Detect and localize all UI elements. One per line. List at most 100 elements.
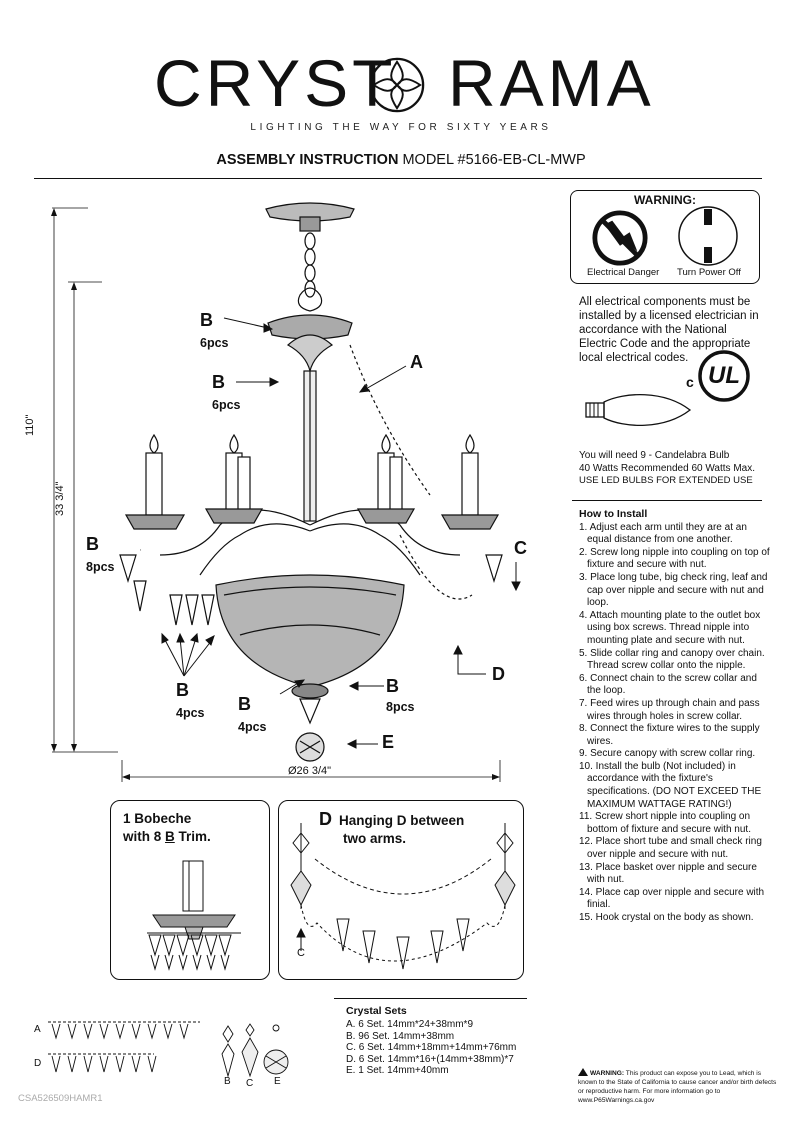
callout-arrows [140, 317, 521, 749]
list-item: B. 96 Set. 14mm+38mm [346, 1030, 455, 1042]
callout-b-stem: B [212, 372, 225, 392]
install-step: 5. Slide collar ring and canopy over cha… [579, 647, 765, 672]
install-step: 13. Place basket over nipple and secure … [579, 861, 757, 886]
crystal-key-d: D [34, 1058, 42, 1069]
bobeche-detail-illustration [147, 860, 241, 971]
crystal-drops-illustration [221, 1023, 289, 1078]
electrical-notice: All electrical components must be instal… [579, 296, 759, 364]
bulb-info: You will need 9 - Candelabra Bulb 40 Wat… [579, 450, 779, 488]
callout-b-bottom-right: B [386, 676, 399, 696]
crystal-sets-heading: Crystal Sets [346, 1005, 407, 1017]
document-code: CSA526509HAMR1 [18, 1093, 103, 1104]
bulb-line-1: You will need 9 - Candelabra Bulb [579, 450, 730, 461]
install-instructions: How to Install 1. Adjust each arm until … [579, 508, 771, 925]
install-step: 11. Screw short nipple into coupling on … [579, 811, 751, 835]
install-step: 9. Secure canopy with screw collar ring. [579, 748, 756, 760]
inset-bobeche-text-end: Trim. [174, 829, 211, 844]
warning-box: WARNING: Electrical Danger Turn Power Of… [570, 190, 760, 284]
install-step: 10. Install the bulb (Not included) in a… [579, 760, 762, 810]
callout-b-bottom-left: B [176, 680, 189, 700]
warning-heading: WARNING: [634, 193, 696, 207]
electrical-danger-label: Electrical Danger [587, 267, 660, 278]
install-step: 3. Place long tube, big check ring, leaf… [579, 571, 768, 609]
divider [34, 178, 762, 179]
height-dimension-lines [51, 207, 118, 753]
inset-hanging-d-bold: D [396, 813, 407, 828]
body-height-label: 33 3/4" [54, 481, 66, 517]
hanging-garland-illustration [290, 823, 516, 970]
inset-bobeche-line-1: 1 Bobeche [123, 811, 192, 826]
install-heading: How to Install [579, 508, 648, 520]
callout-b-stem-qty: 6pcs [212, 398, 241, 412]
inset-bobeche: 1 Bobeche with 8 B Trim. [110, 800, 270, 980]
callout-b-bottom-left-qty: 4pcs [176, 706, 205, 720]
list-item: C. 6 Set. 14mm+18mm+14mm+76mm [346, 1042, 517, 1054]
warning-triangle-icon [578, 1068, 588, 1076]
callout-b-bottom-right-qty: 8pcs [386, 700, 415, 714]
install-step: 1. Adjust each arm until they are at an … [579, 521, 747, 546]
diameter-dimension-line [121, 760, 501, 782]
crystal-key-a: A [34, 1024, 41, 1035]
candelabra-bulb-icon [585, 394, 692, 426]
install-step: 8. Connect the fixture wires to the supp… [579, 723, 760, 747]
crystal-sets-list: A. 6 Set. 14mm*24+38mm*9 B. 96 Set. 14mm… [346, 1019, 516, 1077]
crystal-strand-illustration [48, 1021, 200, 1073]
inset-hanging-line-2: two arms. [343, 831, 407, 846]
power-off-label: Turn Power Off [677, 267, 741, 278]
callout-b-canopy-qty: 6pcs [200, 336, 229, 350]
callout-b-bottom-mid: B [238, 694, 251, 714]
brand-logo: CRYST RAMA [150, 46, 651, 128]
list-item: E. 1 Set. 14mm+40mm [346, 1065, 449, 1077]
title-model: MODEL #5166-EB-CL-MWP [398, 152, 586, 168]
callout-c: C [514, 538, 527, 558]
inset-hanging-text-end: between [406, 813, 465, 828]
inset-hanging-text: Hanging [339, 813, 397, 828]
list-item: D. 6 Set. 14mm*16+(14mm+38mm)*7 [346, 1053, 514, 1065]
prop65-label: WARNING: [590, 1070, 625, 1077]
inset-hanging-c-label: C [297, 947, 305, 959]
callout-e: E [382, 732, 395, 752]
brand-name-right: RAMA [448, 46, 655, 120]
ul-text: UL [708, 362, 740, 389]
inset-bobeche-b: B [165, 829, 175, 844]
crystal-key-c: C [246, 1078, 254, 1089]
diameter-label: Ø26 3/4" [288, 765, 332, 777]
install-step: 14. Place cap over nipple and secure wit… [579, 886, 765, 911]
ul-listed-icon [698, 350, 750, 402]
callout-b-arm: B [86, 534, 99, 554]
crystal-key-b: B [224, 1076, 231, 1087]
callout-b-arm-qty: 8pcs [86, 560, 115, 574]
install-step: 7. Feed wires up through chain and pass … [579, 697, 760, 722]
overall-height-label: 110" [24, 414, 36, 436]
install-step: 6. Connect chain to the screw collar and… [579, 672, 757, 697]
list-item: A. 6 Set. 14mm*24+38mm*9 [346, 1019, 474, 1030]
callout-b-bottom-mid-qty: 4pcs [238, 720, 267, 734]
divider [334, 998, 527, 999]
inset-hanging-d-letter: D [319, 809, 332, 829]
callout-d: D [492, 664, 505, 684]
divider [572, 500, 762, 501]
brand-tagline: LIGHTING THE WAY FOR SIXTY YEARS [250, 122, 552, 133]
bulb-line-3: USE LED BULBS FOR EXTENDED USE [579, 475, 753, 486]
inset-hanging-line-1: Hanging D between [339, 813, 464, 829]
chandelier-illustration [119, 202, 503, 762]
install-steps-list: 1. Adjust each arm until they are at an … [579, 522, 771, 925]
electrical-danger-icon [592, 210, 648, 266]
install-step: 2. Screw long nipple into coupling on to… [579, 546, 770, 571]
prop65-warning: WARNING: This product can expose you to … [578, 1068, 778, 1105]
prop65-text: This product can expose you to Lead, whi… [578, 1070, 777, 1104]
callout-b-canopy: B [200, 310, 213, 330]
brand-emblem-icon [369, 57, 425, 113]
inset-hanging-d: D Hanging D between two arms. C [278, 800, 524, 980]
brand-name-left: CRYST [154, 46, 397, 120]
install-step: 12. Place short tube and small check rin… [579, 836, 762, 861]
crystal-key-e: E [274, 1076, 281, 1087]
install-step: 4. Attach mounting plate to the outlet b… [579, 609, 761, 646]
title-bold: ASSEMBLY INSTRUCTION [216, 152, 399, 168]
page-title: ASSEMBLY INSTRUCTION MODEL #5166-EB-CL-M… [0, 152, 802, 168]
power-off-icon [678, 206, 738, 266]
inset-bobeche-line-2: with 8 B Trim. [123, 829, 211, 845]
callout-a: A [410, 352, 423, 372]
bulb-line-2: 40 Watts Recommended 60 Watts Max. [579, 462, 755, 474]
ul-c-mark: c [686, 374, 694, 390]
